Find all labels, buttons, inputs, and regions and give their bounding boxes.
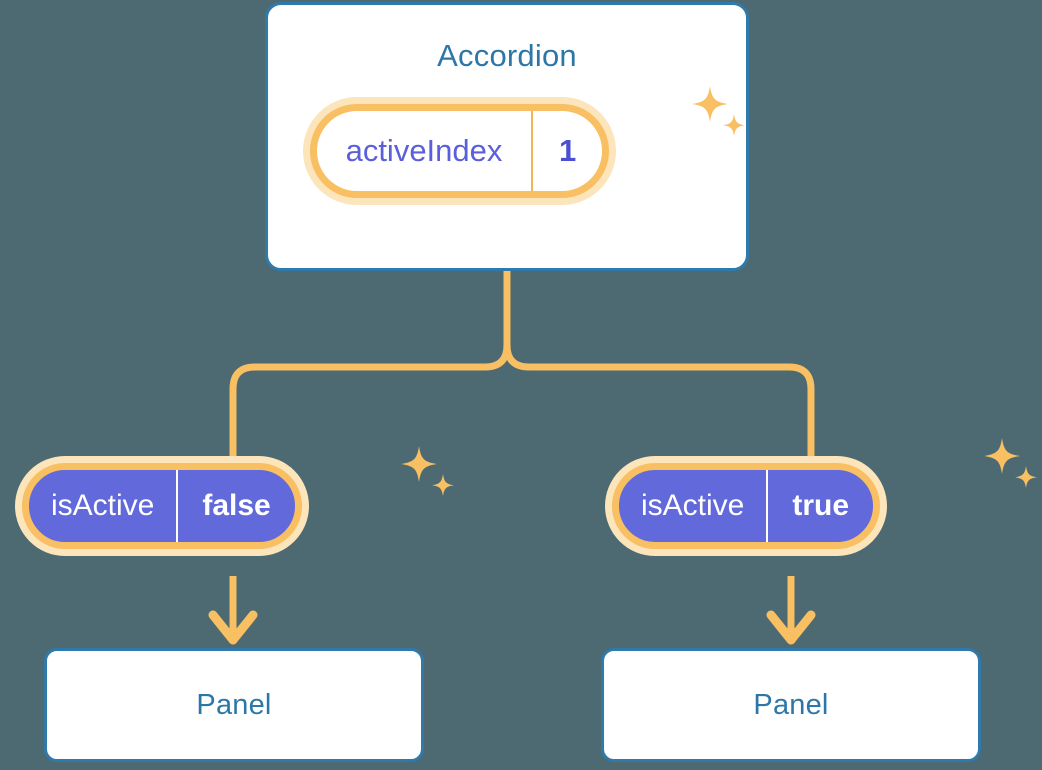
arrow-down-icon-right — [766, 610, 816, 645]
panel-card-right[interactable]: Panel — [601, 648, 981, 762]
right-branch-state-pill[interactable]: isActive true — [612, 463, 881, 549]
state-key-label: isActive — [641, 489, 745, 522]
state-value-label: 1 — [531, 111, 602, 191]
left-branch-state-pill[interactable]: isActive false — [22, 463, 302, 549]
sparkle-icon-large — [401, 446, 437, 482]
accordion-state-pill[interactable]: activeIndex 1 — [310, 104, 610, 198]
state-pill-light[interactable]: activeIndex 1 — [310, 104, 610, 198]
page-title: Accordion — [437, 38, 577, 73]
sparkle-icon-right-branch — [984, 438, 1037, 488]
arrow-down-icon-left — [208, 610, 258, 645]
connector-branch-left — [229, 341, 511, 467]
state-value-label: true — [766, 470, 873, 542]
panel-card-left[interactable]: Panel — [44, 648, 424, 762]
state-key-label: isActive — [51, 489, 155, 522]
state-pill-solid[interactable]: isActive false — [22, 463, 302, 549]
panel-title: Panel — [196, 688, 272, 721]
state-value-label: false — [176, 470, 294, 542]
state-key-label: activeIndex — [345, 133, 503, 168]
sparkle-icon-left-branch — [401, 446, 454, 496]
sparkle-icon-large — [984, 438, 1020, 474]
sparkle-icon-small — [432, 474, 454, 496]
state-pill-solid[interactable]: isActive true — [612, 463, 881, 549]
panel-title: Panel — [753, 688, 829, 721]
connector-branch-right — [503, 341, 815, 467]
sparkle-icon-small — [1015, 466, 1037, 488]
